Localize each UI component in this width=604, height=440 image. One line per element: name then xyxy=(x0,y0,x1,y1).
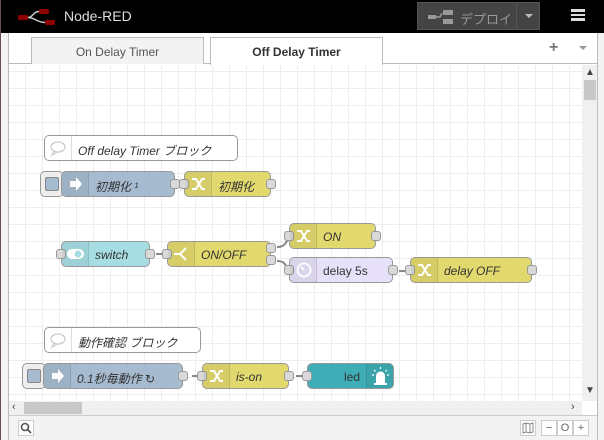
horizontal-scrollbar[interactable]: ‹ › xyxy=(9,401,582,415)
output-port[interactable] xyxy=(178,371,188,381)
header-bar: Node-RED デプロイ xyxy=(1,0,604,33)
inject-trigger-button[interactable] xyxy=(40,171,64,197)
hamburger-line xyxy=(571,9,585,12)
add-tab-button[interactable]: + xyxy=(549,39,559,56)
change-node[interactable]: is-on xyxy=(197,363,294,389)
node-red-logo-icon xyxy=(18,9,55,25)
output-port[interactable] xyxy=(388,265,398,275)
node-label: led xyxy=(344,370,361,384)
input-port[interactable] xyxy=(284,231,294,241)
change-node[interactable]: ON xyxy=(284,223,381,249)
node-label: delay 5s xyxy=(323,264,368,278)
ui-led-node[interactable]: led xyxy=(302,363,394,389)
comment-node[interactable]: Off delay Timer ブロック xyxy=(44,135,238,161)
deploy-label: デプロイ xyxy=(460,12,513,27)
map-icon xyxy=(522,422,534,434)
switch-branch-icon xyxy=(168,242,195,266)
input-port[interactable] xyxy=(179,179,189,189)
toggle-icon xyxy=(62,242,89,266)
node-label: delay OFF xyxy=(444,264,501,278)
scroll-right-icon[interactable]: › xyxy=(571,401,575,413)
main-menu-button[interactable] xyxy=(567,7,589,25)
node-label: 動作確認 ブロック xyxy=(78,336,178,350)
horizontal-scroll-thumb[interactable] xyxy=(24,402,82,414)
zoom-out-button[interactable]: − xyxy=(541,420,557,436)
timer-icon xyxy=(290,258,317,282)
input-port[interactable] xyxy=(302,371,312,381)
delay-node[interactable]: delay 5s xyxy=(284,257,398,283)
search-flows-button[interactable] xyxy=(18,420,34,436)
change-node[interactable]: delay OFF xyxy=(405,257,537,283)
change-node[interactable]: 初期化 xyxy=(179,171,276,197)
shuffle-icon xyxy=(185,172,212,196)
output-port[interactable] xyxy=(266,255,276,265)
node-label: ON xyxy=(323,230,341,244)
tab-list-menu-icon[interactable] xyxy=(579,46,587,50)
node-label: switch xyxy=(95,248,129,262)
comment-icon xyxy=(45,136,72,160)
vertical-scrollbar[interactable]: ▲ ▼ xyxy=(582,65,597,401)
inject-arrow-icon xyxy=(62,172,89,196)
output-port[interactable] xyxy=(284,371,294,381)
output-port[interactable] xyxy=(266,243,276,253)
tab-off-delay-timer[interactable]: Off Delay Timer xyxy=(210,37,383,65)
input-port[interactable] xyxy=(405,265,415,275)
input-port[interactable] xyxy=(197,371,207,381)
node-label: 初期化 ¹ xyxy=(95,180,139,194)
ui-switch-node[interactable]: switch xyxy=(56,241,155,267)
navigator-map-button[interactable] xyxy=(520,420,536,436)
workspace-tabs: On Delay Timer Off Delay Timer + xyxy=(9,33,597,65)
workspace-footer: − O + xyxy=(9,415,597,440)
output-port[interactable] xyxy=(266,179,276,189)
deploy-button[interactable]: デプロイ xyxy=(417,2,540,30)
node-label: Off delay Timer ブロック xyxy=(78,144,212,158)
scroll-up-icon[interactable]: ▲ xyxy=(585,67,595,78)
zoom-reset-button[interactable]: O xyxy=(557,420,573,436)
tab-on-delay-timer[interactable]: On Delay Timer xyxy=(31,37,204,64)
input-port[interactable] xyxy=(162,249,172,259)
search-icon xyxy=(20,422,32,434)
output-port[interactable] xyxy=(527,265,537,275)
inject-arrow-icon xyxy=(44,364,71,388)
led-light-icon xyxy=(366,364,393,388)
node-label: 初期化 xyxy=(218,180,255,194)
output-port[interactable] xyxy=(145,249,155,259)
hamburger-line xyxy=(571,18,585,21)
deploy-menu-caret-icon[interactable] xyxy=(525,14,533,18)
vertical-scroll-thumb[interactable] xyxy=(584,80,596,100)
node-label: is-on xyxy=(236,370,263,384)
deploy-separator xyxy=(516,3,517,29)
input-port[interactable] xyxy=(284,265,294,275)
app-title: Node-RED xyxy=(64,8,132,24)
hamburger-line xyxy=(571,13,585,16)
shuffle-icon xyxy=(290,224,317,248)
deploy-flow-icon xyxy=(428,10,453,24)
zoom-in-button[interactable]: + xyxy=(573,420,589,436)
workspace: On Delay Timer Off Delay Timer + Off del… xyxy=(8,33,598,440)
node-label: 0.1秒毎動作 ↻ xyxy=(77,372,156,386)
shuffle-icon xyxy=(411,258,438,282)
input-port[interactable] xyxy=(56,249,66,259)
inject-node[interactable]: 0.1秒毎動作 ↻ xyxy=(43,363,188,389)
switch-node[interactable]: ON/OFF xyxy=(162,241,276,267)
comment-node[interactable]: 動作確認 ブロック xyxy=(44,327,201,353)
scroll-left-icon[interactable]: ‹ xyxy=(12,401,16,413)
comment-icon xyxy=(45,328,72,352)
scroll-down-icon[interactable]: ▼ xyxy=(585,385,595,396)
node-label: ON/OFF xyxy=(201,248,247,262)
inject-node[interactable]: 初期化 ¹ xyxy=(61,171,180,197)
shuffle-icon xyxy=(203,364,230,388)
output-port[interactable] xyxy=(371,231,381,241)
flow-canvas[interactable]: Off delay Timer ブロック 初期化 ¹ 初期化 xyxy=(9,65,582,401)
